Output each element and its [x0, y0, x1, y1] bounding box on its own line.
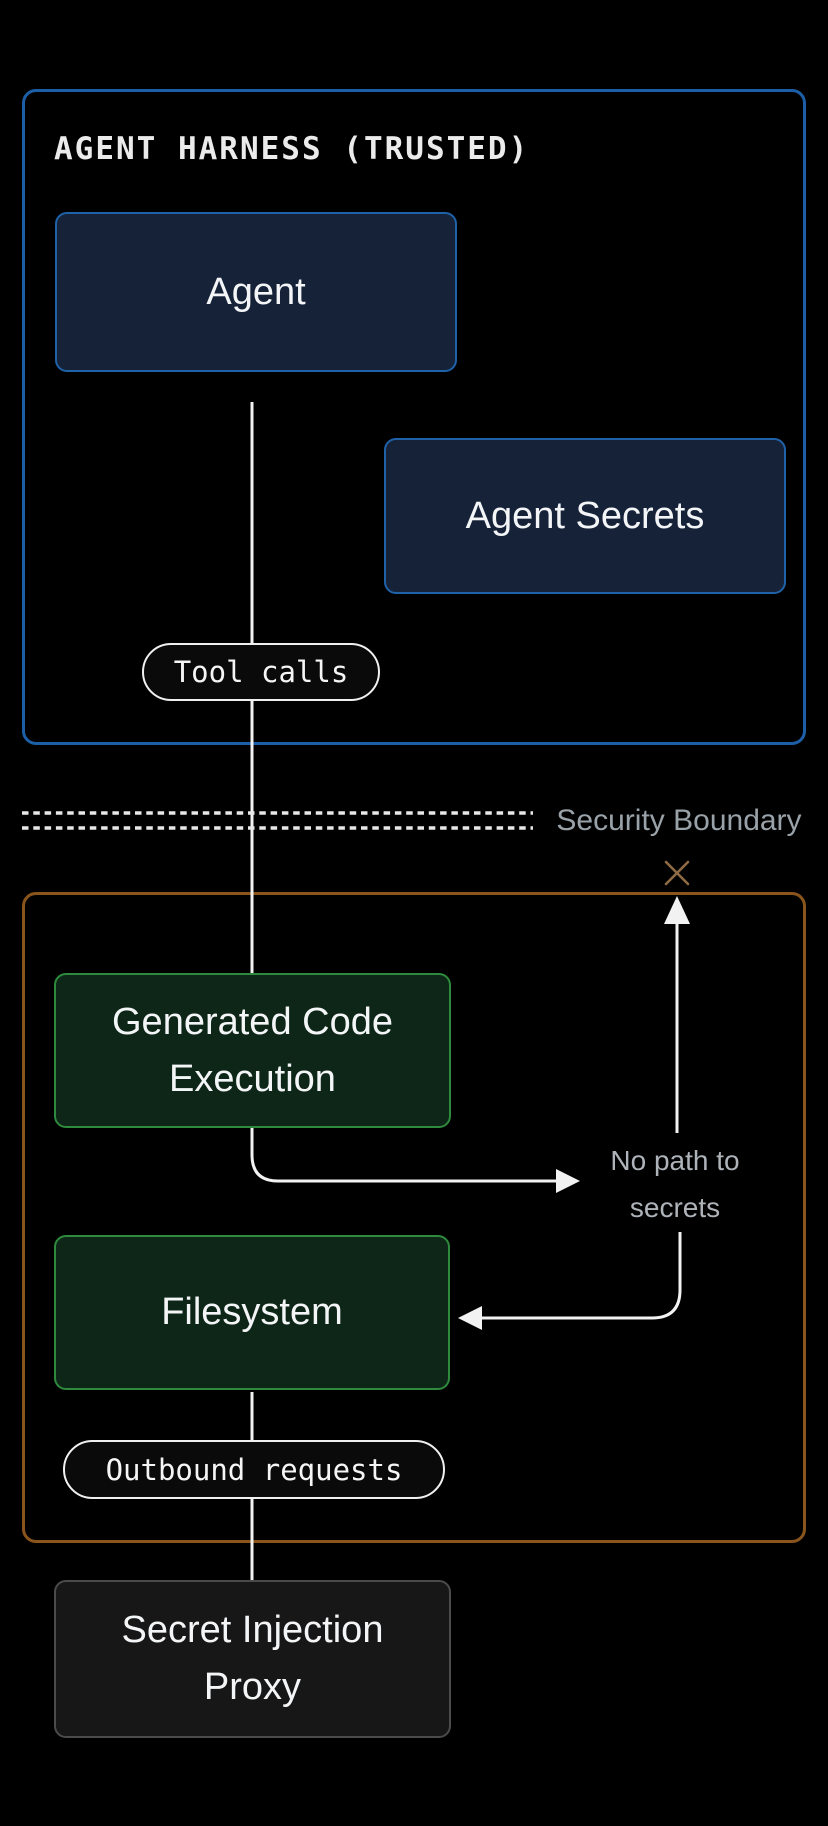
node-agent-secrets: Agent Secrets: [384, 438, 786, 594]
x-mark-icon: [664, 860, 690, 886]
node-agent-secrets-label: Agent Secrets: [465, 494, 705, 537]
node-generated-code-label: Generated Code Execution: [112, 1000, 393, 1100]
pill-outbound-requests-label: Outbound requests: [105, 1452, 403, 1487]
pill-outbound-requests: Outbound requests: [63, 1440, 445, 1499]
node-generated-code: Generated Code Execution: [54, 973, 451, 1128]
no-path-label: No path to secrets: [610, 1145, 740, 1223]
sandbox-zone: [22, 892, 806, 1543]
node-filesystem: Filesystem: [54, 1235, 450, 1390]
pill-tool-calls-label: Tool calls: [173, 655, 349, 689]
pill-tool-calls: Tool calls: [142, 643, 380, 701]
node-secret-injection-proxy: Secret Injection Proxy: [54, 1580, 451, 1738]
node-agent: Agent: [55, 212, 457, 372]
security-boundary-dashes: [22, 811, 533, 830]
security-boundary-label: Security Boundary: [556, 804, 802, 837]
node-secret-injection-proxy-label: Secret Injection Proxy: [121, 1609, 384, 1708]
trusted-zone: [22, 89, 806, 745]
node-filesystem-label: Filesystem: [161, 1291, 343, 1333]
node-agent-label: Agent: [206, 270, 306, 313]
trusted-zone-title: AGENT HARNESS (TRUSTED): [54, 131, 530, 167]
